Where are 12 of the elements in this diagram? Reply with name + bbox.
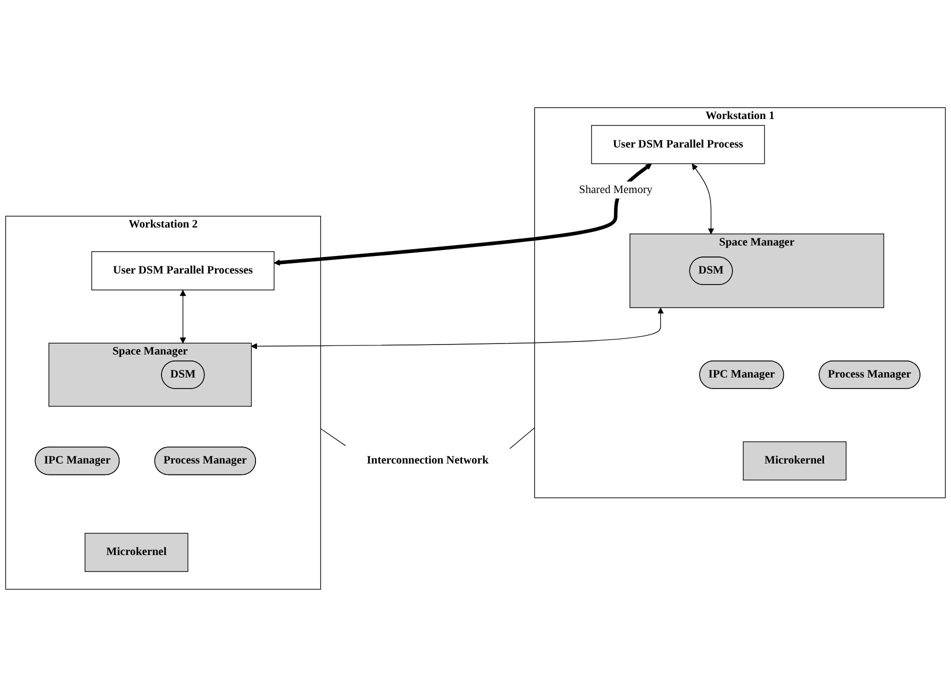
arrow [180,289,186,343]
arrow [274,163,652,266]
connector [509,426,535,448]
node-text: Interconnection Network [366,454,489,466]
arrow [692,163,714,234]
node-box: User DSM Parallel Processes [91,250,274,290]
node-box: Microkernel [84,532,188,572]
edge-label: Shared Memory [579,183,652,196]
connector [320,428,346,446]
arrow [251,307,664,349]
node-box: User DSM Parallel Process [591,124,765,164]
node-box: Microkernel [742,440,846,480]
